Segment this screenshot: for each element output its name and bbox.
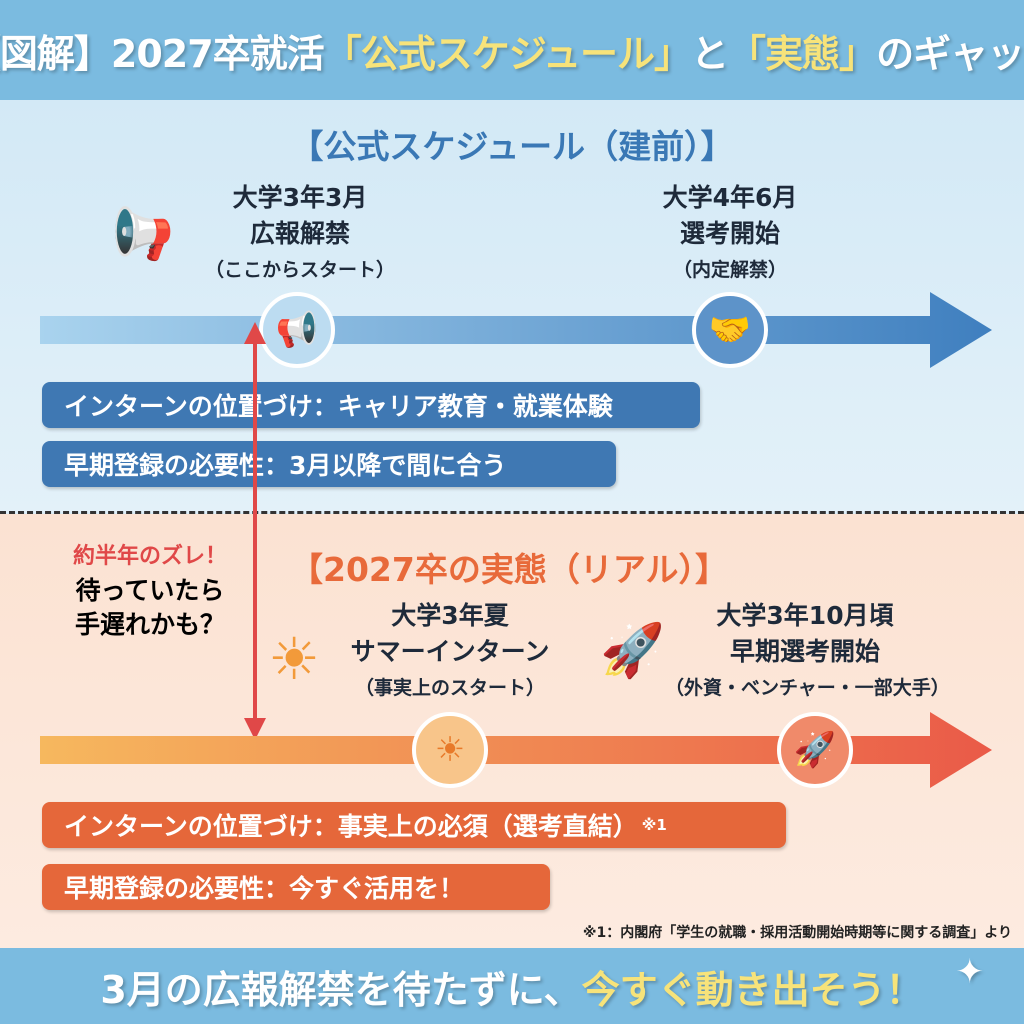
section-divider	[0, 511, 1024, 514]
gap-double-arrow	[244, 322, 266, 740]
milestone-event: 選考開始	[679, 219, 780, 248]
sun-icon: ☀	[412, 712, 488, 788]
official-heading: 【公式スケジュール（建前）】	[290, 127, 734, 166]
milestone-note: （ここからスタート）	[204, 259, 395, 281]
megaphone-icon: 📢	[112, 205, 175, 263]
sparkle-icon: ✦	[955, 952, 985, 992]
page-title: 【図解】2027卒就活「公式スケジュール」と「実態」のギャップ	[0, 0, 1024, 100]
pill-text: インターンの位置づけ：事実上の必須（選考直結）	[64, 812, 638, 841]
milestone-event: 広報解禁	[249, 219, 350, 248]
rocket-icon: 🚀	[777, 712, 853, 788]
title-suffix: のギャップ	[876, 31, 1024, 76]
milestone-official-2: 大学4年6月 選考開始 （内定解禁）	[630, 180, 830, 288]
milestone-date: 大学4年6月	[662, 183, 798, 212]
reality-pill-internship: インターンの位置づけ：事実上の必須（選考直結）※1	[42, 802, 786, 848]
footnote-marker: ※1	[641, 816, 667, 834]
milestone-note: （外資・ベンチャー・一部大手）	[665, 677, 950, 699]
gap-line1: 待っていたら	[75, 576, 225, 605]
footer-highlight: 今すぐ動き出そう！	[581, 967, 924, 1012]
milestone-reality-2: 大学3年10月頃 早期選考開始 （外資・ベンチャー・一部大手）	[665, 598, 950, 706]
footnote: ※1：内閣府「学生の就職・採用活動開始時期等に関する調査」より	[582, 925, 1012, 941]
title-highlight-reality: 「実態」	[728, 31, 877, 76]
title-prefix: 【図解】2027卒就活	[0, 31, 325, 76]
handshake-icon: 🤝	[692, 292, 768, 368]
footer-banner: 3月の広報解禁を待たずに、今すぐ動き出そう！ ✦	[0, 948, 1024, 1024]
reality-heading: 【2027卒の実態（リアル）】	[290, 550, 729, 589]
official-pill-internship: インターンの位置づけ：キャリア教育・就業体験	[42, 382, 700, 428]
official-timeline-arrow	[40, 292, 992, 368]
milestone-date: 大学3年夏	[391, 601, 509, 630]
milestone-event: 早期選考開始	[729, 637, 880, 666]
milestone-reality-1: 大学3年夏 サマーインターン （事実上のスタート）	[340, 598, 560, 706]
gap-alert: 約半年のズレ！	[72, 544, 227, 569]
megaphone-icon: 📢	[259, 292, 335, 368]
rocket-icon: 🚀	[600, 621, 665, 681]
gap-callout: 約半年のズレ！ 待っていたら 手遅れかも？	[60, 540, 240, 642]
official-pill-registration: 早期登録の必要性：3月以降で間に合う	[42, 441, 616, 487]
milestone-date: 大学3年3月	[232, 183, 368, 212]
milestone-official-1: 大学3年3月 広報解禁 （ここからスタート）	[200, 180, 400, 288]
title-highlight-official: 「公式スケジュール」	[323, 31, 692, 76]
gap-line2: 手遅れかも？	[74, 610, 225, 639]
title-mid: と	[691, 31, 729, 76]
footer-main: 3月の広報解禁を待たずに、	[100, 967, 582, 1012]
sun-icon: ☀	[268, 625, 320, 693]
milestone-event: サマーインターン	[350, 637, 550, 666]
milestone-note: （内定解禁）	[672, 259, 787, 281]
reality-pill-registration: 早期登録の必要性：今すぐ活用を！	[42, 864, 550, 910]
reality-timeline-arrow	[40, 712, 992, 788]
milestone-date: 大学3年10月頃	[716, 601, 894, 630]
milestone-note: （事実上のスタート）	[354, 677, 545, 699]
